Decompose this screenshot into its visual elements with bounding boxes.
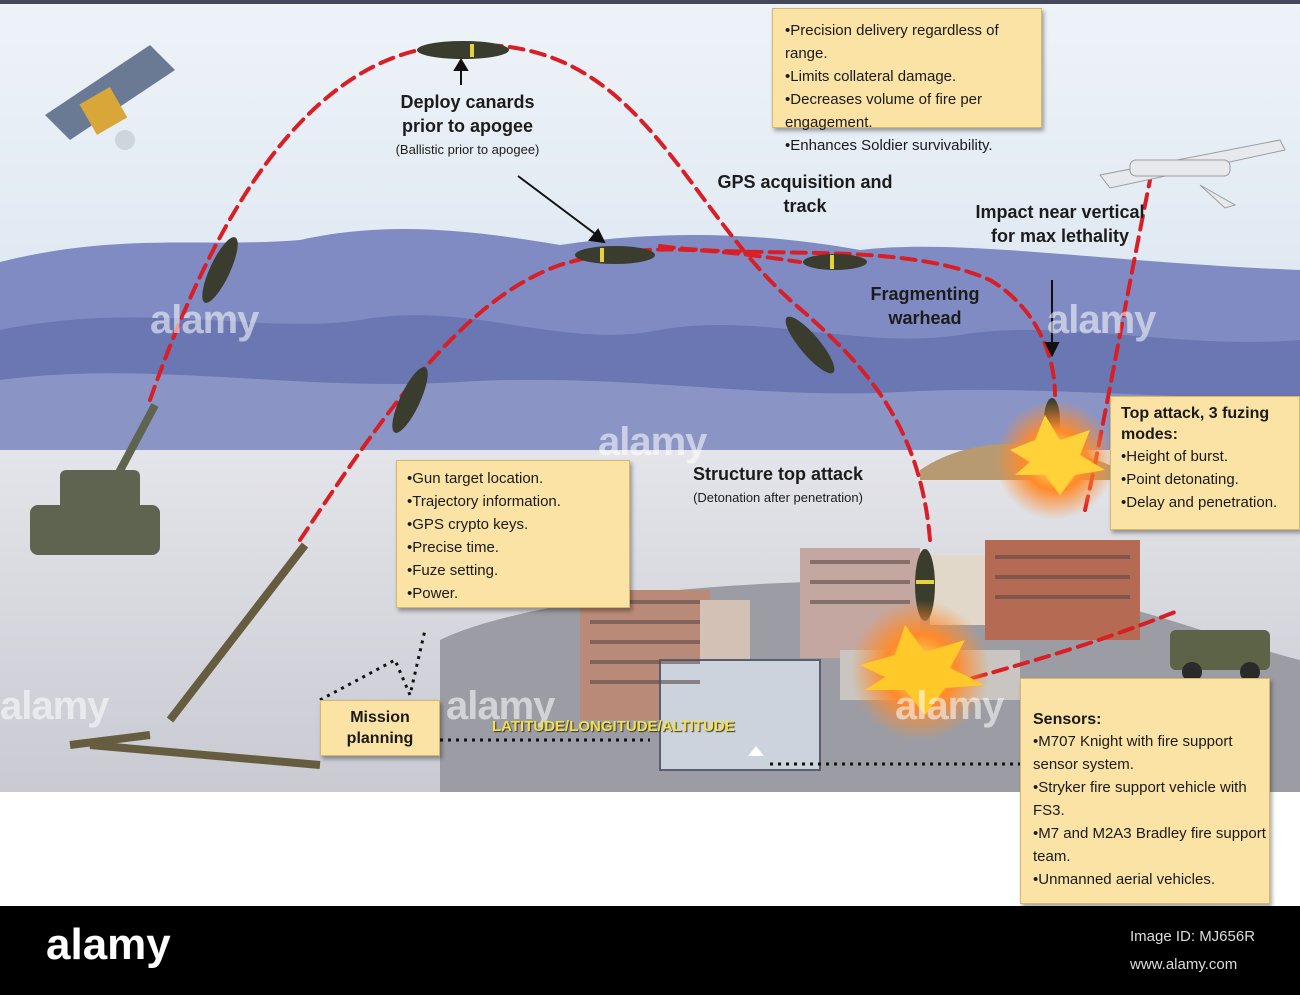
list-item: Decreases volume of fire per engagement.	[785, 88, 1041, 134]
footer-brand: alamy	[46, 920, 171, 969]
list-item: Power.	[407, 582, 629, 605]
footer-bar: alamy Image ID: MJ656R www.alamy.com	[0, 906, 1300, 995]
label-structure-attack-sub: (Detonation after penetration)	[693, 490, 863, 505]
howitzer-self-propelled	[30, 403, 160, 555]
footer-site: www.alamy.com	[1130, 956, 1238, 973]
footer-image-id: Image ID: MJ656R	[1130, 928, 1256, 945]
list-item: M707 Knight with fire support sensor sys…	[1033, 730, 1269, 776]
list-item: Stryker fire support vehicle with FS3.	[1033, 776, 1269, 822]
list-item: Precision delivery regardless of range.	[785, 19, 1041, 65]
watermark: alamy	[895, 684, 1004, 728]
label-deploy-canards-sub: (Ballistic prior to apogee)	[395, 142, 540, 157]
list-item: GPS crypto keys.	[407, 513, 629, 536]
benefits-callout: Precision delivery regardless of range. …	[772, 8, 1042, 154]
sensors-callout: Sensors: M707 Knight with fire support s…	[1020, 678, 1270, 904]
watermark: alamy	[0, 684, 109, 728]
inputs-callout: Gun target location. Trajectory informat…	[396, 460, 630, 608]
list-item: Limits collateral damage.	[785, 65, 1041, 88]
label-deploy-canards: Deploy canards prior to apogee (Ballisti…	[380, 90, 555, 162]
label-gps-track: GPS acquisition and track	[717, 172, 893, 216]
watermark: alamy	[598, 420, 707, 464]
list-item: Fuze setting.	[407, 559, 629, 582]
watermark: alamy	[1047, 298, 1156, 342]
datalink-lines	[319, 629, 1020, 766]
uav-icon	[1099, 139, 1286, 209]
watermark: alamy	[446, 684, 555, 728]
inputs-list: Gun target location. Trajectory informat…	[407, 467, 629, 605]
benefits-list: Precision delivery regardless of range. …	[785, 19, 1041, 157]
label-structure-attack: Structure top attack (Detonation after p…	[668, 462, 888, 510]
list-item: M7 and M2A3 Bradley fire support team.	[1033, 822, 1269, 868]
watermark: alamy	[150, 298, 259, 342]
list-item: Point detonating.	[1121, 468, 1299, 491]
list-item: Delay and penetration.	[1121, 491, 1299, 514]
fuzing-title: Top attack, 3 fuzing modes:	[1121, 405, 1270, 443]
satellite-icon	[45, 45, 175, 150]
sensors-title: Sensors:	[1033, 711, 1102, 728]
label-lat-lon-alt: LATITUDE/LONGITUDE/ALTITUDE	[492, 718, 735, 735]
city-buildings	[580, 540, 1140, 771]
list-item: Gun target location.	[407, 467, 629, 490]
towed-howitzer	[69, 542, 321, 769]
list-item: Height of burst.	[1121, 445, 1299, 468]
sensors-list: M707 Knight with fire support sensor sys…	[1033, 730, 1269, 891]
list-item: Enhances Soldier survivability.	[785, 134, 1041, 157]
list-item: Precise time.	[407, 536, 629, 559]
fuzing-list: Height of burst. Point detonating. Delay…	[1121, 445, 1299, 514]
fuzing-callout: Top attack, 3 fuzing modes: Height of bu…	[1110, 396, 1300, 530]
list-item: Trajectory information.	[407, 490, 629, 513]
list-item: Unmanned aerial vehicles.	[1033, 868, 1269, 891]
label-fragmenting-warhead: Fragmenting warhead	[870, 284, 980, 328]
mission-planning-box: Mission planning	[320, 700, 440, 756]
label-impact-vertical: Impact near vertical for max lethality	[975, 202, 1145, 246]
humvee-icon	[1170, 630, 1270, 682]
pointer-arrows	[453, 58, 1060, 358]
explosions	[850, 400, 1115, 740]
